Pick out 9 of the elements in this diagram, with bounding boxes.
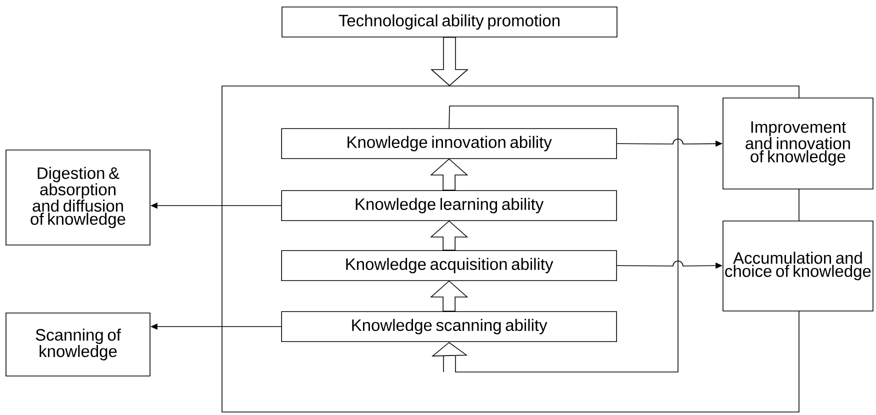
process-box: Improvement and innovation of knowledge (722, 98, 874, 190)
process-box: Knowledge innovation ability (281, 128, 617, 159)
process-box: Accumulation and choice of knowledge (722, 220, 874, 312)
arrow (431, 106, 678, 372)
process-box: Technological ability promotion (282, 6, 618, 38)
process-box: Knowledge acquisition ability (281, 250, 617, 281)
process-box: Digestion & absorption and diffusion of knowledge (6, 150, 150, 246)
process-box: Scanning of knowledge (6, 312, 150, 376)
process-box: Knowledge learning ability (281, 190, 617, 221)
